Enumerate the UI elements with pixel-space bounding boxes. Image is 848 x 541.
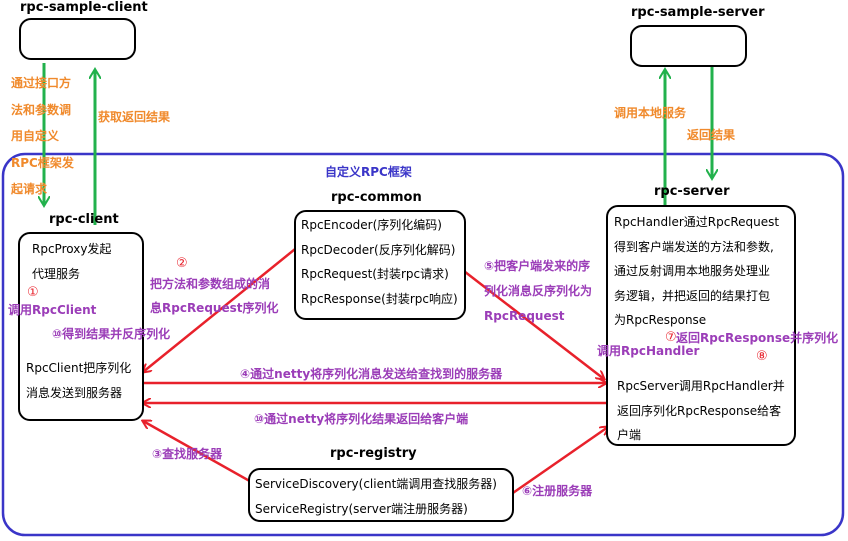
step7-label: 调用RpcHandler (597, 344, 700, 358)
rpc-client-box (18, 232, 144, 421)
step10-result-label: ⑩得到结果并反序列化 (52, 327, 171, 341)
client-call-label: 通过接口方 法和参数调 用自定义 RPC框架发 起请求 (11, 76, 74, 196)
sample-client-box (19, 18, 136, 60)
rpc-encoder-item: RpcEncoder(序列化编码) (301, 218, 442, 232)
rpc-server-box (606, 205, 796, 446)
server-call-label: 调用本地服务 (614, 106, 687, 120)
rpc-common-list: RpcEncoder(序列化编码) RpcDecoder(反序列化解码) Rpc… (301, 213, 458, 311)
arrow-step2 (143, 240, 306, 372)
rpc-server-text: RpcServer调用RpcHandler并 返回序列化RpcResponse给… (617, 379, 785, 442)
rpc-registry-list: ServiceDiscovery(client端调用查找服务器) Service… (255, 472, 497, 521)
rpc-client-send-text: RpcClient把序列化 消息发送到服务器 (26, 361, 132, 400)
step9-label: ⑩通过netty将序列化结果返回给客户端 (254, 412, 469, 426)
rpc-request-item: RpcRequest(封装rpc请求) (301, 267, 449, 281)
arrow-step3 (143, 421, 256, 486)
step8-number: ⑧ (756, 349, 768, 364)
step7-number: ⑦ (665, 330, 677, 345)
step2-label: 把方法和参数组成的消 息RpcRequest序列化 (150, 277, 279, 315)
server-return-label: 返回结果 (687, 128, 736, 142)
framework-title: 自定义RPC框架 (325, 165, 412, 179)
arrow-step5 (459, 267, 604, 379)
step1-label: 调用RpcClient (8, 303, 97, 317)
rpc-handler-text: RpcHandler通过RpcRequest 得到客户端发送的方法和参数, 通过… (614, 215, 780, 327)
rpc-common-box (294, 210, 466, 320)
step4-label: ④通过netty将序列化消息发送给查找到的服务器 (240, 367, 503, 381)
rpc-client-title: rpc-client (49, 212, 119, 227)
step6-label: ⑥注册服务器 (522, 484, 593, 498)
rpc-decoder-item: RpcDecoder(反序列化解码) (301, 242, 456, 257)
sample-server-title: rpc-sample-server (631, 5, 765, 20)
step2-number: ② (176, 256, 188, 271)
sample-server-box (630, 25, 747, 67)
framework-border (1, 152, 845, 537)
step3-label: ③查找服务器 (152, 447, 223, 461)
rpc-server-title: rpc-server (654, 184, 730, 199)
rpc-registry-box (248, 468, 514, 522)
rpc-response-item: RpcResponse(封装rpc响应) (301, 291, 458, 306)
client-result-label: 获取返回结果 (98, 110, 171, 124)
sample-client-title: rpc-sample-client (20, 0, 148, 15)
step8-label: 返回RpcResponse并序列化 (676, 331, 839, 345)
service-registry-item: ServiceRegistry(server端注册服务器) (255, 501, 468, 516)
rpc-registry-title: rpc-registry (330, 446, 417, 461)
rpc-common-title: rpc-common (331, 190, 422, 205)
step1-number: ① (27, 285, 39, 300)
step5-label: ⑤把客户端发来的序 列化消息反序列化为 RpcRequest (484, 259, 593, 323)
service-discovery-item: ServiceDiscovery(client端调用查找服务器) (255, 477, 497, 491)
rpc-proxy-text: RpcProxy发起 代理服务 (32, 242, 112, 281)
